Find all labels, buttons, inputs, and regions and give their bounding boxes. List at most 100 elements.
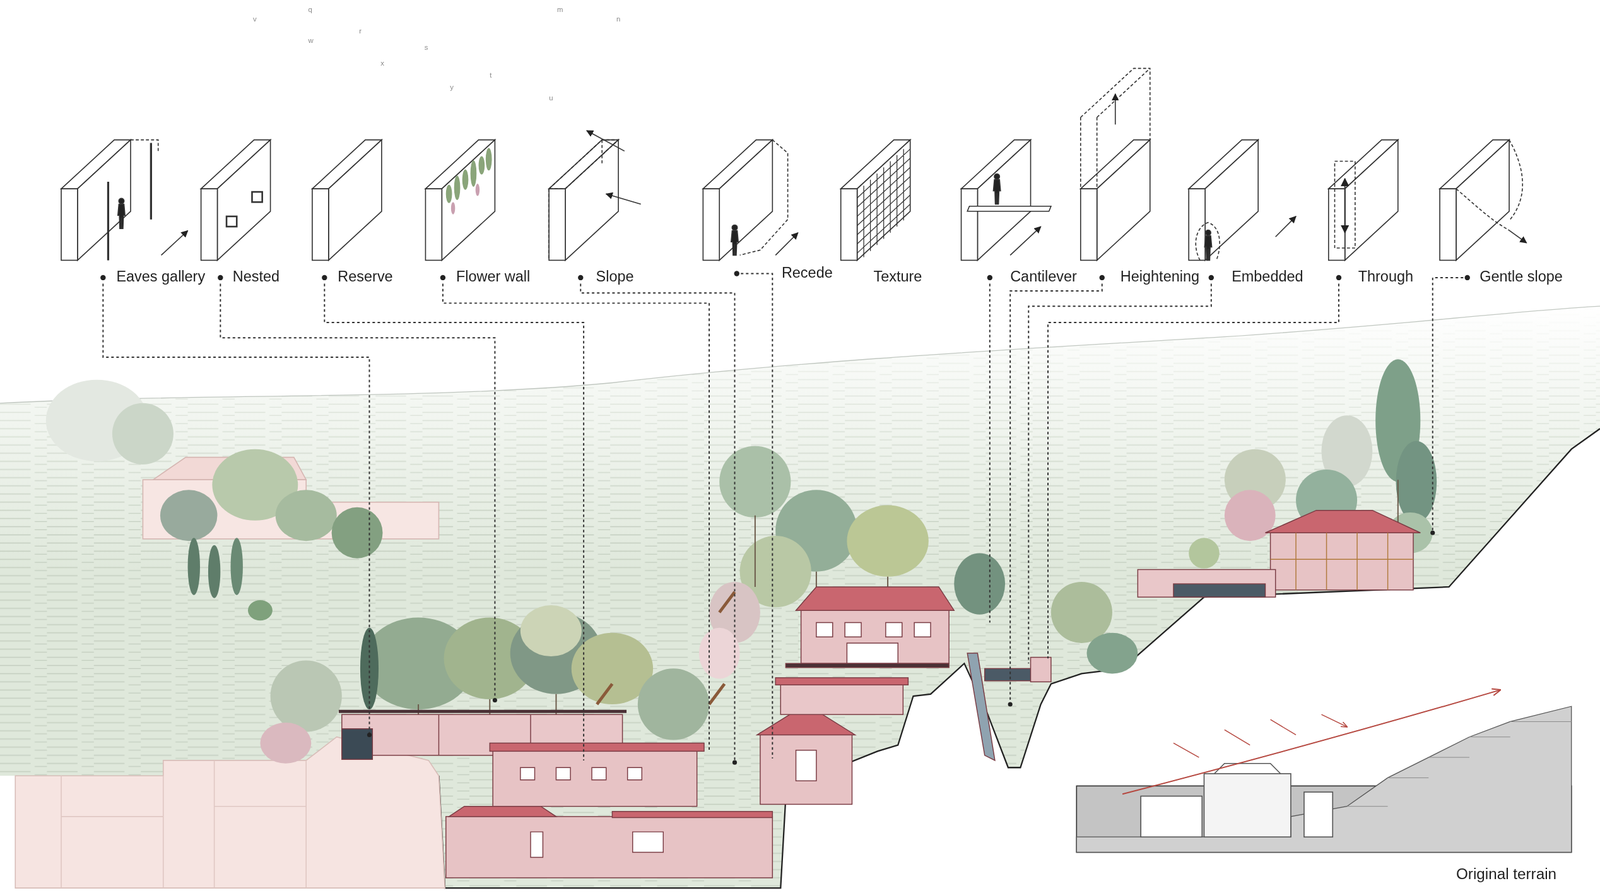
trees bbox=[46, 358, 1437, 763]
strategy-icons bbox=[61, 68, 1527, 260]
illustration-path bbox=[530, 831, 664, 857]
illustration-ellipse bbox=[112, 403, 174, 465]
illustration-path bbox=[1047, 283, 1339, 659]
illustration-path bbox=[857, 148, 911, 257]
illustration-ellipse bbox=[247, 600, 273, 621]
illustration-rect bbox=[801, 609, 950, 664]
illustration-rect bbox=[1030, 657, 1052, 683]
illustration-path bbox=[740, 273, 773, 758]
illustration-ellipse bbox=[1086, 632, 1138, 674]
illustration-ellipse bbox=[699, 627, 741, 679]
illustration-rect bbox=[760, 732, 853, 804]
illustration-path bbox=[220, 283, 495, 699]
illustration-rect bbox=[775, 677, 908, 685]
scatter-letter: x bbox=[380, 59, 385, 67]
illustration-ellipse bbox=[446, 184, 453, 204]
illustration-rect bbox=[785, 663, 949, 667]
illustration-g bbox=[446, 148, 493, 215]
leader-dots bbox=[100, 270, 1471, 765]
illustration-use bbox=[731, 224, 739, 255]
illustration-ellipse bbox=[462, 169, 469, 190]
illustration-ellipse bbox=[259, 722, 312, 764]
illustration-use bbox=[993, 174, 1000, 205]
illustration-circle bbox=[1464, 275, 1471, 281]
illustration-line bbox=[1344, 178, 1346, 233]
scatter-letter: n bbox=[616, 15, 621, 23]
illustration-rect bbox=[1140, 796, 1202, 838]
illustration-circle bbox=[732, 760, 737, 765]
illustration-rect bbox=[226, 216, 237, 227]
illustration-circle bbox=[1208, 275, 1214, 281]
illustration-use bbox=[961, 140, 1031, 261]
illustration-rect bbox=[1270, 530, 1414, 590]
illustration-ellipse bbox=[470, 160, 477, 187]
illustration-path bbox=[0, 305, 1600, 404]
strategy-label: Eaves gallery bbox=[116, 269, 206, 284]
illustration-circle bbox=[217, 275, 223, 281]
illustration-circle bbox=[734, 270, 740, 276]
illustration-path bbox=[107, 142, 151, 260]
illustration-circle bbox=[100, 275, 106, 281]
illustration-ellipse bbox=[520, 605, 582, 657]
illustration-circle bbox=[440, 275, 446, 281]
illustration-ellipse bbox=[275, 489, 337, 541]
illustration-use bbox=[61, 140, 131, 261]
illustration-path bbox=[102, 283, 370, 734]
illustration-circle bbox=[577, 275, 583, 281]
illustration-path bbox=[580, 283, 735, 761]
scatter-letter: r bbox=[358, 27, 362, 35]
illustration-ellipse bbox=[1224, 489, 1276, 541]
illustration-ellipse bbox=[188, 537, 200, 595]
illustration-path bbox=[0, 305, 1600, 888]
illustration-line bbox=[1114, 94, 1117, 125]
scatter-letter: t bbox=[489, 71, 492, 79]
illustration-path bbox=[1432, 277, 1464, 531]
illustration-rect bbox=[492, 750, 697, 807]
illustration-path bbox=[816, 622, 931, 664]
illustration-ellipse bbox=[637, 668, 710, 740]
strategy-label: Gentle slope bbox=[1479, 269, 1563, 284]
illustration-line bbox=[161, 230, 189, 256]
illustration-rect bbox=[446, 816, 773, 878]
illustration-path bbox=[548, 140, 602, 261]
illustration-use bbox=[1439, 140, 1510, 261]
illustration-path bbox=[1028, 283, 1212, 664]
illustration-path bbox=[0, 305, 1600, 888]
illustration-path bbox=[1509, 140, 1523, 220]
illustration-path bbox=[438, 428, 1600, 888]
illustration-ellipse bbox=[331, 507, 383, 559]
illustration-ellipse bbox=[451, 201, 455, 214]
illustration-path bbox=[520, 767, 642, 780]
strategy-label: Heightening bbox=[1120, 269, 1200, 284]
buildings bbox=[338, 510, 1421, 878]
scatter-letter: w bbox=[307, 36, 313, 44]
illustration-use bbox=[425, 140, 495, 261]
illustration-rect bbox=[1334, 161, 1355, 248]
illustration-circle bbox=[987, 275, 993, 281]
illustration-polygon bbox=[548, 140, 619, 190]
illustration-path bbox=[61, 760, 306, 888]
illustration-use bbox=[117, 198, 125, 229]
hillside bbox=[0, 305, 1600, 888]
illustration-use bbox=[312, 140, 382, 261]
illustration-path bbox=[418, 479, 1399, 756]
illustration-circle bbox=[492, 697, 498, 703]
illustration-polygon bbox=[967, 206, 1052, 212]
illustration-path bbox=[1122, 689, 1500, 794]
illustration-ellipse bbox=[160, 489, 218, 541]
illustration-path bbox=[1010, 283, 1103, 703]
scatter-letter: y bbox=[449, 83, 454, 91]
strategy-label: Nested bbox=[232, 269, 280, 284]
illustration-circle bbox=[367, 732, 372, 737]
illustration-rect bbox=[1304, 791, 1333, 837]
illustration-ellipse bbox=[270, 659, 342, 732]
illustration-circle bbox=[1099, 275, 1105, 281]
illustration-use bbox=[1328, 140, 1399, 261]
scatter-letter: u bbox=[548, 94, 553, 101]
illustration-ellipse bbox=[230, 537, 243, 595]
illustration-path bbox=[1270, 532, 1414, 590]
illustration-line bbox=[1010, 226, 1042, 255]
leader-lines bbox=[102, 273, 1464, 760]
illustration-use bbox=[702, 140, 773, 261]
